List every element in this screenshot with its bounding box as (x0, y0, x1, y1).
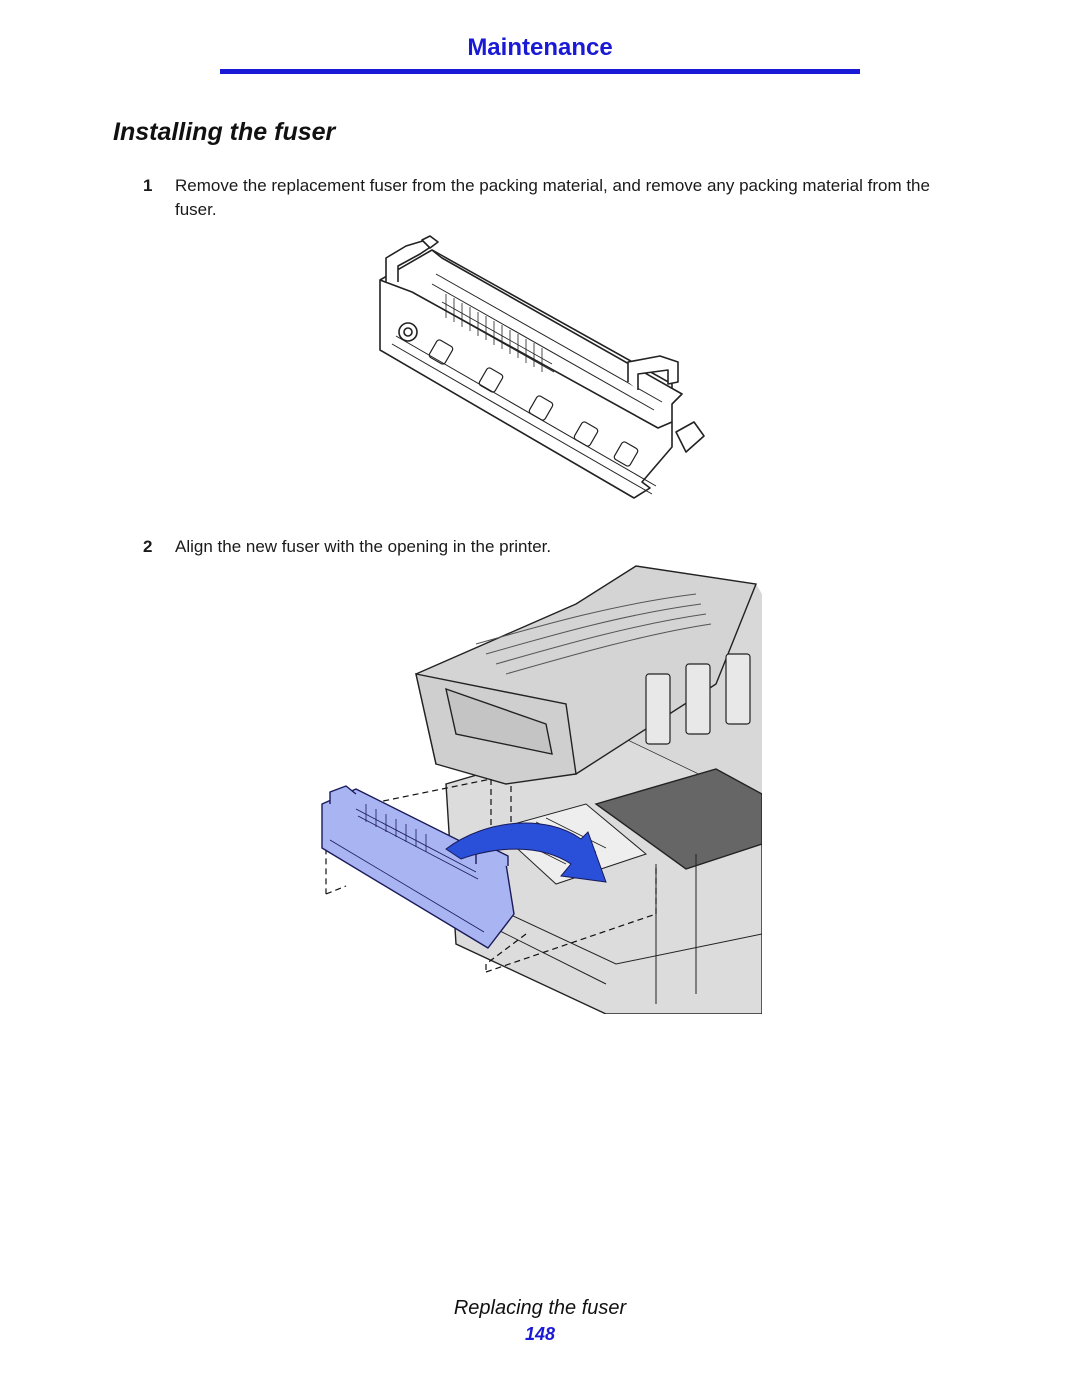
step-1: 1 Remove the replacement fuser from the … (143, 174, 973, 222)
step-text: Align the new fuser with the opening in … (175, 537, 552, 556)
printer-illustration (321, 565, 762, 1014)
header-rule (220, 69, 860, 74)
page-header-title: Maintenance (467, 34, 613, 61)
fuser-illustration (379, 235, 705, 499)
step-2: 2 Align the new fuser with the opening i… (143, 535, 973, 559)
step-text: Remove the replacement fuser from the pa… (175, 176, 930, 219)
step-number: 1 (143, 176, 153, 195)
footer-section-title: Replacing the fuser (453, 1297, 627, 1319)
page-number: 148 (524, 1324, 556, 1344)
step-number: 2 (143, 537, 153, 556)
section-title: Installing the fuser (113, 118, 336, 146)
